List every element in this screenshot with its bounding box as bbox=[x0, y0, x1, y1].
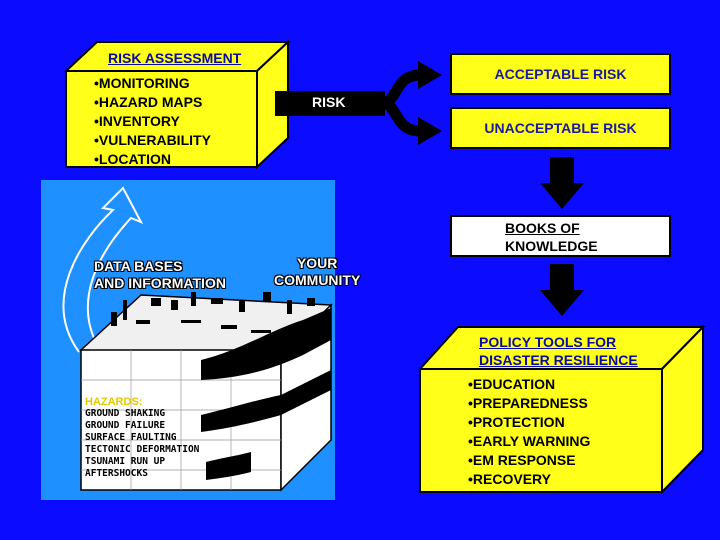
acceptable-risk-label: ACCEPTABLE RISK bbox=[494, 66, 627, 82]
risk-assessment-item: MONITORING bbox=[94, 74, 211, 93]
hazard-item: GROUND FAILURE bbox=[85, 420, 166, 431]
community-illustration bbox=[62, 186, 333, 492]
policy-tools-item: EM RESPONSE bbox=[468, 451, 590, 470]
your-community-label: YOUR COMMUNITY bbox=[274, 255, 360, 289]
policy-tools-box-shape bbox=[417, 325, 706, 495]
unacceptable-risk-box: UNACCEPTABLE RISK bbox=[450, 107, 671, 149]
books-of-knowledge-line2: KNOWLEDGE bbox=[505, 238, 598, 254]
policy-tools-item: EDUCATION bbox=[468, 375, 590, 394]
hazard-item: TSUNAMI RUN UP bbox=[85, 456, 166, 467]
policy-tools-title-line2: DISASTER RESILIENCE bbox=[479, 352, 638, 368]
risk-fork-arrow bbox=[275, 61, 442, 145]
policy-tools-item: RECOVERY bbox=[468, 470, 590, 489]
risk-assessment-item: LOCATION bbox=[94, 150, 211, 169]
down-arrow-to-books bbox=[540, 157, 584, 209]
risk-assessment-item: INVENTORY bbox=[94, 112, 211, 131]
hazard-item: GROUND SHAKING bbox=[85, 408, 166, 419]
policy-tools-item: PREPAREDNESS bbox=[468, 394, 590, 413]
down-arrow-to-policy bbox=[540, 264, 584, 316]
hazard-item: TECTONIC DEFORMATION bbox=[85, 444, 200, 455]
risk-assessment-item: VULNERABILITY bbox=[94, 131, 211, 150]
hazard-item: AFTERSHOCKS bbox=[85, 468, 148, 479]
your-community-line2: COMMUNITY bbox=[274, 272, 361, 288]
risk-assessment-item: HAZARD MAPS bbox=[94, 93, 211, 112]
policy-tools-title: POLICY TOOLS FOR DISASTER RESILIENCE bbox=[479, 333, 638, 369]
data-bases-label: DATA BASES AND INFORMATION bbox=[94, 258, 226, 292]
unacceptable-risk-label: UNACCEPTABLE RISK bbox=[484, 120, 637, 136]
policy-tools-title-line1: POLICY TOOLS FOR bbox=[479, 334, 617, 350]
hazard-item: SURFACE FAULTING bbox=[85, 432, 177, 443]
hazards-list: GROUND SHAKING GROUND FAILURE SURFACE FA… bbox=[85, 408, 199, 480]
risk-assessment-title: RISK ASSESSMENT bbox=[108, 50, 242, 66]
policy-tools-item: PROTECTION bbox=[468, 413, 590, 432]
your-community-line1: YOUR bbox=[296, 255, 338, 271]
risk-label: RISK bbox=[312, 94, 346, 110]
policy-tools-item: EARLY WARNING bbox=[468, 432, 590, 451]
books-of-knowledge-line1: BOOKS OF bbox=[505, 220, 580, 236]
data-bases-line2: AND INFORMATION bbox=[94, 275, 226, 291]
hazards-title: HAZARDS: bbox=[85, 396, 143, 408]
data-bases-line1: DATA BASES bbox=[94, 258, 183, 274]
books-of-knowledge-box: BOOKS OF KNOWLEDGE bbox=[450, 215, 671, 257]
acceptable-risk-box: ACCEPTABLE RISK bbox=[450, 53, 671, 95]
policy-tools-list: EDUCATION PREPAREDNESS PROTECTION EARLY … bbox=[468, 375, 590, 489]
risk-assessment-list: MONITORING HAZARD MAPS INVENTORY VULNERA… bbox=[94, 74, 211, 169]
